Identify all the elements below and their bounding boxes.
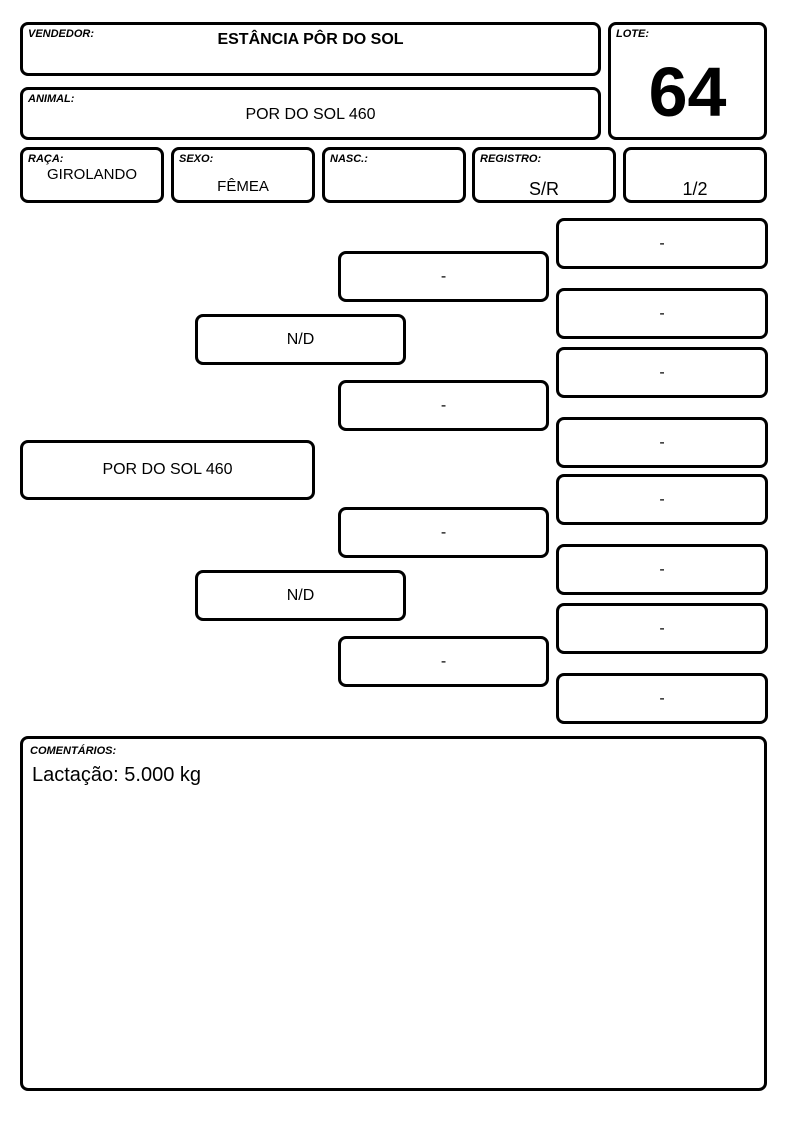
animal-label: ANIMAL:	[28, 93, 75, 105]
pedigree-dam-sire: -	[338, 507, 549, 558]
sexo-box: SEXO: FÊMEA	[171, 147, 315, 203]
pedigree-dam: N/D	[195, 570, 406, 621]
vendedor-box: VENDEDOR: ESTÂNCIA PÔR DO SOL	[20, 22, 601, 76]
comments-box: COMENTÁRIOS: Lactação: 5.000 kg	[20, 736, 767, 1091]
pedigree-sire-name: N/D	[286, 330, 315, 348]
raca-box: RAÇA: GIROLANDO	[20, 147, 164, 203]
pedigree-ggp-7-name: -	[659, 619, 665, 637]
pedigree-dam-dam: -	[338, 636, 549, 687]
pedigree-sire-sire: -	[338, 251, 549, 302]
animal-box: ANIMAL: POR DO SOL 460	[20, 87, 601, 140]
registro-value: S/R	[528, 179, 559, 199]
pedigree-sire-dam-name: -	[440, 396, 447, 414]
raca-value: GIROLANDO	[46, 166, 137, 183]
lote-number: 64	[648, 53, 727, 131]
pedigree-ggp-8: -	[556, 673, 768, 724]
sexo-value: FÊMEA	[217, 178, 269, 195]
pedigree-dam-sire-name: -	[440, 523, 447, 541]
pedigree-ggp-1: -	[556, 218, 768, 269]
pedigree-sire-dam: -	[338, 380, 549, 431]
raca-label: RAÇA:	[28, 153, 64, 165]
nasc-label: NASC.:	[330, 153, 368, 165]
pedigree-dam-dam-name: -	[440, 652, 447, 670]
pedigree-ggp-8-name: -	[659, 689, 665, 707]
vendedor-value: ESTÂNCIA PÔR DO SOL	[217, 31, 404, 48]
comments-text: Lactação: 5.000 kg	[32, 764, 202, 786]
pedigree-ggp-7: -	[556, 603, 768, 654]
animal-value: POR DO SOL 460	[245, 106, 376, 123]
registro-box: REGISTRO: S/R	[472, 147, 616, 203]
pedigree-ggp-3-name: -	[659, 363, 665, 381]
lote-label: LOTE:	[616, 28, 649, 40]
pedigree-ggp-4-name: -	[659, 433, 665, 451]
grau-box: 1/2	[623, 147, 767, 203]
pedigree-ggp-5: -	[556, 474, 768, 525]
pedigree-ggp-6: -	[556, 544, 768, 595]
comments-label: COMENTÁRIOS:	[30, 745, 117, 757]
pedigree-ggp-4: -	[556, 417, 768, 468]
pedigree-ggp-2-name: -	[659, 304, 665, 322]
lote-box: LOTE: 64	[608, 22, 767, 140]
pedigree-sire: N/D	[195, 314, 406, 365]
pedigree-ggp-5-name: -	[659, 490, 665, 508]
pedigree-ggp-2: -	[556, 288, 768, 339]
pedigree-ggp-6-name: -	[659, 560, 665, 578]
nasc-box: NASC.:	[322, 147, 466, 203]
pedigree-dam-name: N/D	[286, 586, 315, 604]
pedigree-ggp-1-name: -	[659, 234, 665, 252]
pedigree-ggp-3: -	[556, 347, 768, 398]
sexo-label: SEXO:	[179, 153, 214, 165]
pedigree-animal: POR DO SOL 460	[20, 440, 315, 500]
registro-label: REGISTRO:	[480, 153, 542, 165]
pedigree-animal-name: POR DO SOL 460	[102, 461, 233, 478]
grau-value: 1/2	[682, 179, 708, 199]
vendedor-label: VENDEDOR:	[28, 28, 95, 40]
pedigree-sire-sire-name: -	[440, 267, 447, 285]
